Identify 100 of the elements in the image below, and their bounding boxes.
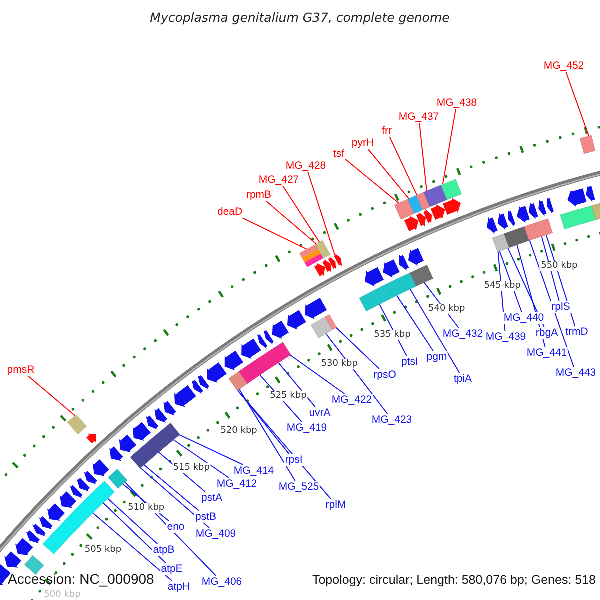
gene-feature [15, 538, 34, 556]
gene-label: MG_441 [526, 347, 568, 359]
gene-label: MG_437 [398, 111, 440, 123]
gene-label: deaD [216, 206, 244, 218]
leader-line [508, 248, 545, 328]
leader-line [566, 72, 590, 137]
gene-feature [174, 385, 196, 408]
leader-line [529, 240, 574, 368]
gene-feature [242, 338, 262, 360]
gene-block [238, 342, 292, 384]
gene-feature [288, 310, 306, 330]
gene-feature [487, 217, 498, 234]
leader-line [28, 376, 76, 416]
gene-feature [92, 460, 110, 476]
leader-line [144, 464, 200, 512]
scale-label: 525 kbp [269, 391, 308, 402]
gene-feature [154, 408, 168, 423]
gene-label: MG_440 [502, 312, 546, 324]
gene-feature [264, 330, 274, 345]
accession-text: Accession: NC_000908 [8, 571, 154, 587]
gene-label: pstB [194, 511, 218, 523]
gene-label: pmsR [6, 364, 36, 376]
gene-feature [60, 492, 77, 508]
gene-label: rpsI [284, 454, 304, 466]
gene-label: MG_443 [554, 367, 598, 379]
leader-line [102, 502, 166, 564]
gene-block [394, 199, 415, 220]
gene-block [492, 234, 510, 253]
gene-feature [76, 478, 90, 492]
gene-feature [132, 422, 151, 441]
leader-line [368, 148, 410, 200]
topology-text: Topology: circular; Length: 580,076 bp; Genes: 518 [312, 572, 596, 588]
gene-feature [516, 206, 530, 224]
leader-line [238, 390, 332, 500]
gene-feature [328, 256, 336, 270]
leader-line [396, 295, 434, 352]
leader-line [336, 327, 380, 370]
leader-line [290, 354, 346, 394]
scale-label: 505 kbp [84, 545, 123, 556]
gene-feature [443, 198, 461, 215]
gene-block [300, 244, 324, 268]
gene-feature [119, 434, 137, 453]
gene-label: rbgA [534, 327, 560, 339]
gene-feature [334, 253, 342, 267]
gene-label: trmD [564, 326, 590, 338]
gene-block [580, 135, 596, 154]
leader-line [140, 468, 210, 528]
gene-feature [47, 504, 66, 521]
gene-feature [424, 209, 432, 224]
gene-label: MG_422 [330, 394, 374, 406]
leader-line [282, 186, 320, 243]
gene-label: rplM [324, 499, 348, 511]
gene-label: rplS [550, 301, 572, 313]
gene-block [410, 264, 434, 287]
gene-feature [383, 260, 400, 278]
gene-block [228, 371, 248, 392]
diagram-title: Mycoplasma genitalium G37, complete genome [150, 10, 450, 25]
gene-feature [257, 334, 268, 350]
gene-label: rpsO [372, 369, 398, 381]
gene-label: MG_432 [442, 328, 484, 340]
gene-block [316, 240, 331, 259]
gene-feature [207, 362, 227, 383]
gene-label: MG_419 [286, 422, 328, 434]
gene-label: MG_452 [542, 60, 586, 72]
gene-feature [198, 375, 210, 390]
gene-feature [508, 210, 516, 227]
gene-label: rpmB [245, 189, 273, 201]
gene-feature [538, 200, 547, 217]
gene-label: MG_406 [200, 576, 244, 588]
gene-label: MG_525 [278, 481, 320, 493]
gene-label: MG_439 [484, 331, 528, 343]
gene-label: tpiA [452, 373, 474, 385]
scale-label: 535 kbp [373, 330, 412, 340]
gene-feature [365, 267, 384, 287]
gene-label: pgm [426, 351, 448, 363]
scale-label: 520 kbp [220, 426, 258, 436]
gene-block [67, 414, 88, 435]
gene-label: pyrH [350, 137, 376, 149]
leader-line [345, 158, 400, 204]
gene-feature [272, 320, 289, 340]
gene-block [560, 206, 596, 230]
gene-feature [70, 485, 83, 498]
gene-label: MG_409 [194, 528, 238, 540]
gene-feature [4, 552, 22, 568]
leader-line [389, 136, 418, 196]
gene-feature [86, 434, 96, 444]
leader-line [541, 236, 560, 302]
leader-line [173, 440, 230, 478]
gene-feature [192, 380, 204, 394]
gene-feature [408, 248, 424, 266]
gene-label: MG_427 [258, 174, 300, 186]
gene-feature [568, 188, 587, 208]
scale-label: 515 kbp [172, 462, 211, 473]
gene-block [440, 179, 462, 200]
gene-feature [146, 416, 159, 430]
gene-label: MG_428 [284, 160, 328, 172]
gene-feature [164, 401, 176, 416]
gene-block [416, 192, 430, 210]
gene-label: MG_414 [232, 465, 276, 477]
gene-feature [26, 530, 40, 544]
